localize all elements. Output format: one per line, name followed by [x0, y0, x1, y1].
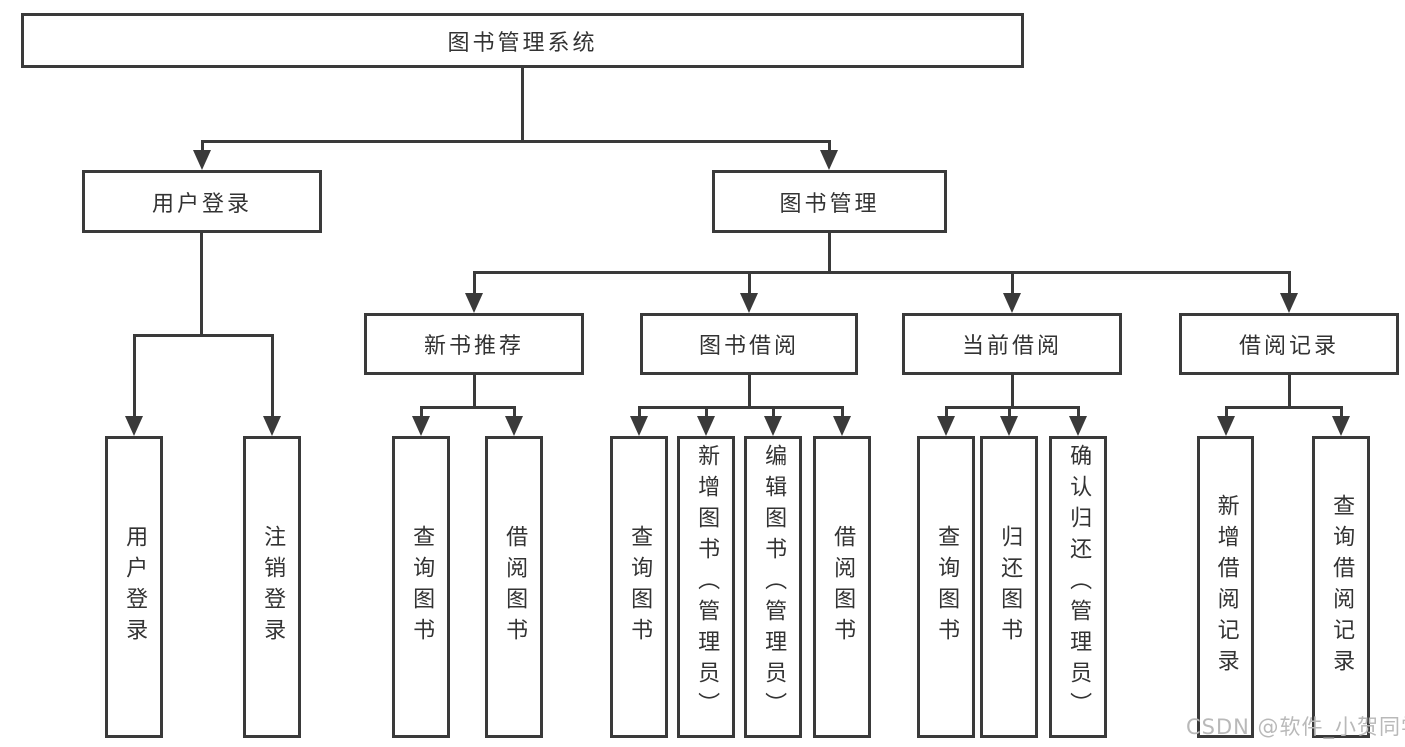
connector-line [1225, 406, 1342, 409]
arrowhead-down-icon [630, 416, 648, 436]
arrowhead-down-icon [833, 416, 851, 436]
arrowhead-down-icon [1003, 293, 1021, 313]
connector-line [945, 406, 948, 420]
connector-line [748, 375, 751, 409]
arrowhead-down-icon [125, 416, 143, 436]
connector-line [705, 406, 708, 420]
arrowhead-down-icon [1217, 416, 1235, 436]
arrowhead-down-icon [505, 416, 523, 436]
leaf-current-confirm-return-admin: 确认归还（管理员） [1049, 436, 1107, 738]
node-new-book-recommend: 新书推荐 [364, 313, 584, 375]
arrowhead-down-icon [412, 416, 430, 436]
csdn-watermark: CSDN @软件_小贺同学 [1186, 715, 1405, 739]
connector-line [1288, 271, 1291, 296]
arrowhead-down-icon [820, 150, 838, 170]
connector-line [201, 140, 831, 143]
arrowhead-down-icon [1000, 416, 1018, 436]
leaf-label: 借阅图书 [502, 525, 528, 649]
node-current-borrow: 当前借阅 [902, 313, 1122, 375]
leaf-borrow-add-book-admin: 新增图书（管理员） [677, 436, 735, 738]
node-label: 当前借阅 [961, 334, 1062, 359]
leaf-label: 借阅图书 [830, 525, 856, 649]
node-root-library-system: 图书管理系统 [21, 13, 1024, 68]
leaf-logout: 注销登录 [243, 436, 301, 738]
connector-line [201, 140, 204, 154]
connector-line [841, 406, 844, 420]
arrowhead-down-icon [465, 293, 483, 313]
connector-line [133, 334, 136, 420]
connector-line [828, 140, 831, 154]
connector-line [473, 271, 476, 296]
connector-line [748, 271, 751, 296]
leaf-borrow-edit-book-admin: 编辑图书（管理员） [744, 436, 802, 738]
arrowhead-down-icon [1280, 293, 1298, 313]
arrowhead-down-icon [1069, 416, 1087, 436]
leaf-label: 注销登录 [260, 525, 286, 649]
node-borrow-records: 借阅记录 [1179, 313, 1399, 375]
connector-line [271, 334, 274, 420]
arrowhead-down-icon [697, 416, 715, 436]
arrowhead-down-icon [740, 293, 758, 313]
leaf-label: 新增借阅记录 [1213, 494, 1239, 680]
connector-line [638, 406, 641, 420]
arrowhead-down-icon [937, 416, 955, 436]
node-label: 用户登录 [151, 191, 252, 217]
arrowhead-down-icon [1332, 416, 1350, 436]
arrowhead-down-icon [193, 150, 211, 170]
arrowhead-down-icon [263, 416, 281, 436]
connector-line [1340, 406, 1343, 420]
leaf-current-query-book: 查询图书 [917, 436, 975, 738]
connector-line [473, 375, 476, 409]
connector-line [1288, 375, 1291, 409]
leaf-user-login: 用户登录 [105, 436, 163, 738]
connector-line [638, 406, 844, 409]
leaf-borrow-query-book: 查询图书 [610, 436, 668, 738]
leaf-label: 编辑图书（管理员） [761, 444, 787, 723]
leaf-label: 查询图书 [934, 525, 960, 649]
connector-line [1011, 375, 1014, 409]
leaf-records-add-record: 新增借阅记录 [1197, 436, 1254, 738]
leaf-label: 查询图书 [409, 525, 435, 649]
leaf-recommend-query-book: 查询图书 [392, 436, 450, 738]
arrowhead-down-icon [764, 416, 782, 436]
connector-line [772, 406, 775, 420]
connector-line [1008, 406, 1011, 420]
connector-line [420, 406, 423, 420]
connector-line [945, 406, 1080, 409]
node-label: 借阅记录 [1238, 334, 1339, 359]
connector-line [133, 334, 274, 337]
node-label: 图书管理 [779, 191, 880, 217]
node-label: 图书借阅 [698, 334, 799, 359]
node-book-borrow: 图书借阅 [640, 313, 858, 375]
leaf-label: 归还图书 [997, 525, 1023, 649]
node-user-login: 用户登录 [82, 170, 322, 233]
leaf-label: 查询图书 [627, 525, 653, 649]
leaf-label: 用户登录 [122, 525, 148, 649]
node-label: 新书推荐 [423, 334, 524, 359]
leaf-current-return-book: 归还图书 [980, 436, 1038, 738]
connector-line [473, 271, 1291, 274]
connector-line [1011, 271, 1014, 296]
leaf-records-query-record: 查询借阅记录 [1312, 436, 1370, 738]
connector-line [828, 233, 831, 274]
leaf-label: 查询借阅记录 [1329, 494, 1355, 680]
connector-line [521, 68, 524, 143]
node-book-management: 图书管理 [712, 170, 947, 233]
connector-line [513, 406, 516, 420]
connector-line [1077, 406, 1080, 420]
node-label: 图书管理系统 [447, 30, 598, 56]
connector-line [1225, 406, 1228, 420]
leaf-recommend-borrow-book: 借阅图书 [485, 436, 543, 738]
leaf-borrow-borrow-book: 借阅图书 [813, 436, 871, 738]
leaf-label: 确认归还（管理员） [1066, 444, 1092, 723]
leaf-label: 新增图书（管理员） [694, 444, 720, 723]
connector-line [420, 406, 516, 409]
connector-line [200, 233, 203, 336]
